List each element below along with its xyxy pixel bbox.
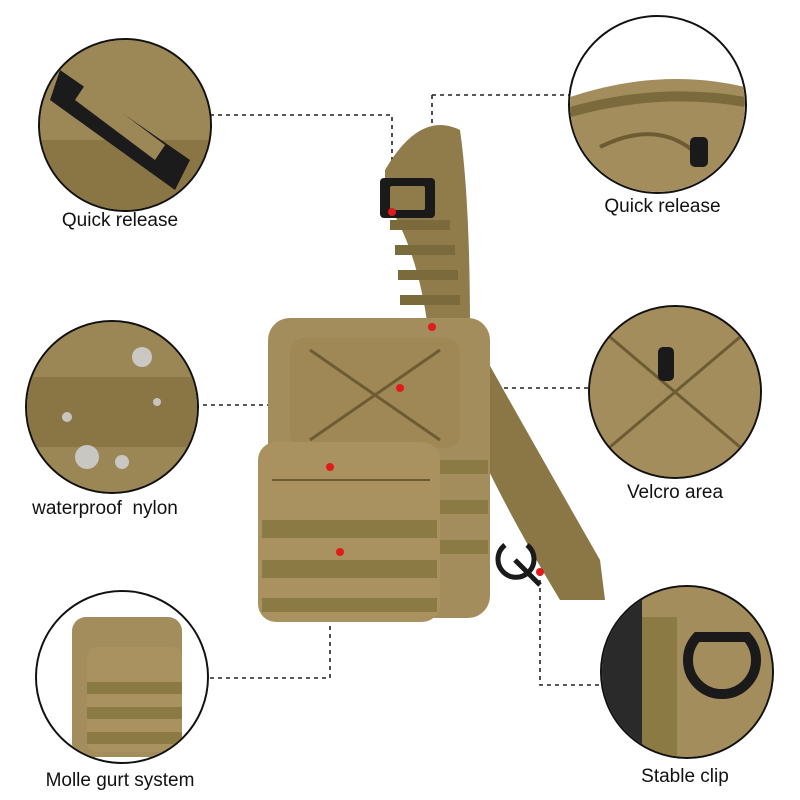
detail-waterproof-nylon [25,320,199,494]
marker-waterproof [326,463,334,471]
marker-stable-clip [536,568,544,576]
marker-quick-release-right [428,323,436,331]
detail-molle-system [35,590,209,764]
callout-markers [326,208,544,576]
marker-quick-release-left [388,208,396,216]
lower-strap [470,330,605,600]
detail-quick-release-buckle [38,38,212,212]
side-d-ring [495,543,537,580]
detail-velcro-area [588,305,762,479]
label-velcro-area: Velcro area [626,482,724,503]
label-stable-clip: Stable clip [641,766,729,787]
marker-velcro [396,384,404,392]
detail-quick-release-cord [568,15,747,194]
sling-bag-illustration [258,125,605,622]
detail-stable-clip [600,585,774,759]
marker-molle [336,548,344,556]
label-waterproof-nylon: waterproof nylon [32,498,178,519]
label-molle-system: Molle gurt system [45,770,195,791]
label-quick-release-right: Quick release [604,196,721,217]
leader-line-stable-clip [539,572,600,686]
label-quick-release-left: Quick release [61,210,179,231]
shoulder-strap [385,125,470,345]
leader-line-quick-release-left [210,114,393,212]
